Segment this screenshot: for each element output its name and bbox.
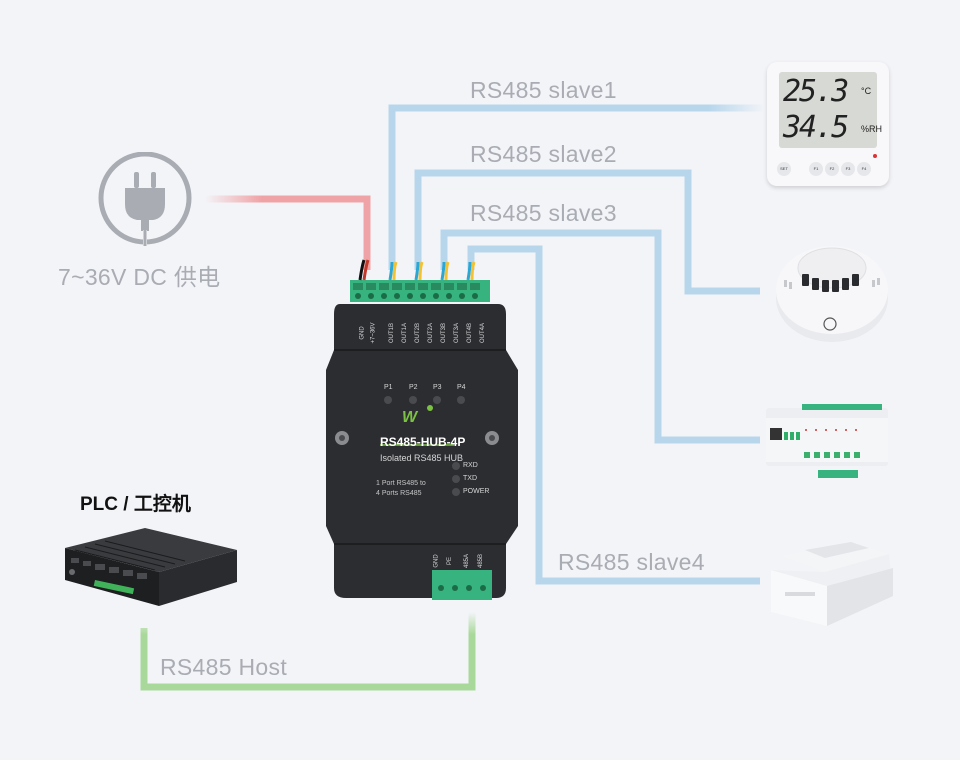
temperature-unit: °C [861,86,872,96]
thermo-hygrometer-device: 25.3 °C 34.5 %RH SET F1 F2 F3 F4 [767,62,889,186]
f1-button[interactable]: F1 [809,162,823,176]
bottom-terminal-485b: 485B [478,553,485,569]
bottom-terminal-gnd: GND [433,554,440,568]
set-button[interactable]: SET [777,162,791,176]
slave3-label: RS485 slave3 [470,200,617,226]
thermo-buttons: SET F1 F2 F3 F4 [777,162,877,176]
terminal-out2a: OUT2A [428,322,435,344]
printer-device [771,542,893,626]
f2-button[interactable]: F2 [825,162,839,176]
terminal-gnd: GND [359,326,366,340]
host-line [140,612,476,691]
port-label-p2: P2 [409,384,418,391]
power-label: 7~36V DC 供电 [58,264,221,290]
terminal-vin: +7~36V [370,322,377,344]
humidity-unit: %RH [861,124,883,134]
slave1-label: RS485 slave1 [470,77,617,103]
plc-device-image [65,528,237,606]
device-desc-line1: 1 Port RS485 to [376,480,426,487]
plc-label: PLC / 工控机 [80,494,191,515]
device-model: RS485-HUB-4P [380,435,466,449]
temperature-value: 25.3 [783,74,849,109]
slave2-label: RS485 slave2 [470,141,617,167]
terminal-out4a: OUT4A [480,322,487,344]
led-label-txd: TXD [463,475,477,482]
bottom-terminal-labels: GND PE 485A 485B [430,552,490,574]
humidity-value: 34.5 [783,110,849,145]
slave2-line [414,169,760,295]
host-label: RS485 Host [160,654,288,680]
terminal-out1b: OUT1B [389,322,396,344]
bottom-terminal-block [432,570,492,600]
power-line [205,195,371,270]
f4-button[interactable]: F4 [857,162,871,176]
power-plug-icon [98,152,192,248]
slave4-label: RS485 slave4 [558,549,705,575]
rs485-hub-device: W [326,259,518,600]
relay-module-device [766,404,888,478]
f3-button[interactable]: F3 [841,162,855,176]
led-label-rxd: RXD [463,462,478,469]
terminal-out1a: OUT1A [402,322,409,344]
thermo-display: 25.3 °C 34.5 %RH [779,72,883,148]
terminal-out3a: OUT3A [454,322,461,344]
bottom-terminal-485a: 485A [464,553,471,569]
thermo-indicator-led [873,154,877,158]
port-label-p1: P1 [384,384,393,391]
smoke-detector-device [776,246,888,342]
waveshare-logo-icon: W [402,409,419,426]
port-label-p3: P3 [433,384,442,391]
slave3-line [440,229,760,444]
terminal-out3b: OUT3B [441,322,448,344]
slave4-line [467,245,760,585]
top-terminal-labels: GND +7~36V OUT1B OUT1A OUT2B OUT2A OUT3B… [356,312,486,352]
terminal-out4b: OUT4B [467,322,474,344]
device-desc-line2: 4 Ports RS485 [376,490,422,497]
terminal-out2b: OUT2B [415,322,422,344]
led-label-power: POWER [463,488,490,495]
device-subtitle: Isolated RS485 HUB [380,453,464,463]
bottom-terminal-pe: PE [447,556,454,566]
slave1-line [388,104,765,270]
port-label-p4: P4 [457,384,466,391]
